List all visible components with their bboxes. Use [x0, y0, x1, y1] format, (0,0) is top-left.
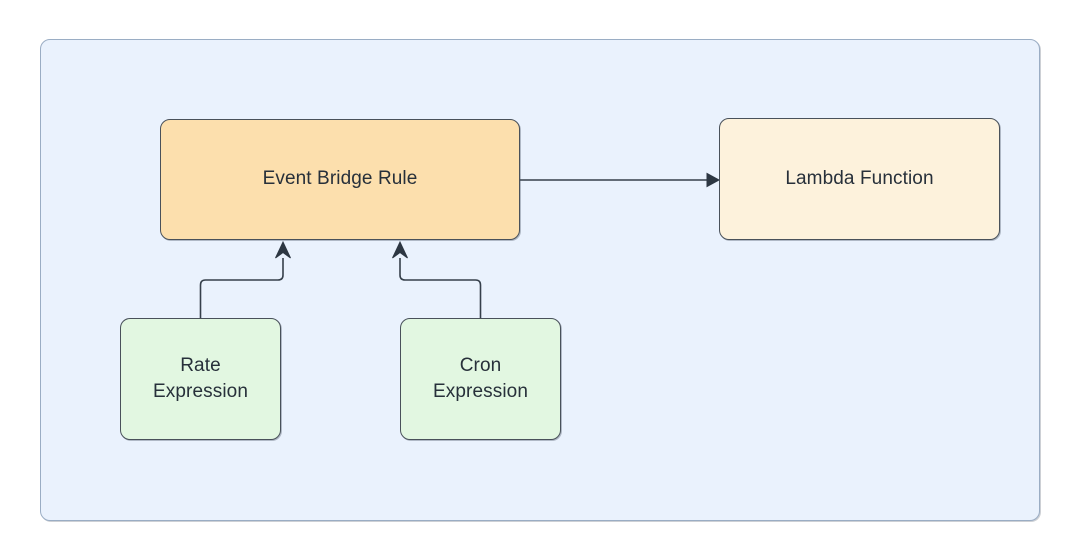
node-rate-expression[interactable]: Rate Expression	[120, 318, 281, 440]
node-event-bridge-rule[interactable]: Event Bridge Rule	[160, 119, 520, 240]
node-lambda-function[interactable]: Lambda Function	[719, 118, 1000, 240]
diagram-group-container	[40, 39, 1040, 521]
node-cron-expression[interactable]: Cron Expression	[400, 318, 561, 440]
